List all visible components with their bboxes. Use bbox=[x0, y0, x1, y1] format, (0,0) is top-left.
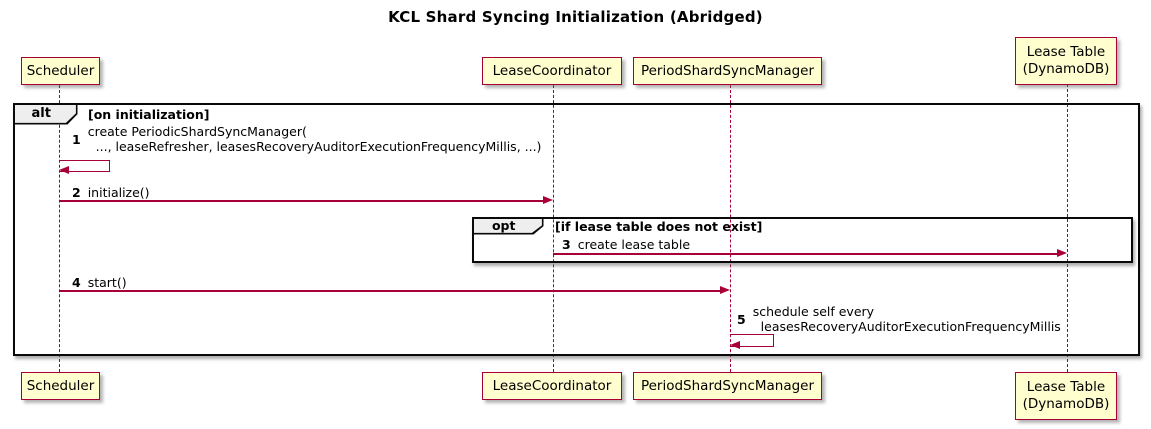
alt-frame-label: alt bbox=[15, 105, 76, 123]
message-4: 4 start() bbox=[72, 275, 127, 290]
lifeline-lease-coordinator bbox=[553, 85, 554, 372]
participant-lease-coordinator-bottom: LeaseCoordinator bbox=[482, 372, 622, 400]
message-4-arrowhead-icon bbox=[720, 286, 730, 294]
message-1-number: 1 bbox=[72, 131, 81, 147]
message-3-text: create lease table bbox=[577, 237, 691, 252]
opt-frame: opt [if lease table does not exist] bbox=[472, 217, 1133, 263]
participant-period-shard-sync-manager-bottom: PeriodShardSyncManager bbox=[633, 372, 822, 400]
participant-scheduler-top: Scheduler bbox=[21, 57, 100, 85]
message-1-self-loop bbox=[59, 160, 110, 172]
lifeline-period-shard-sync-manager bbox=[730, 85, 731, 372]
message-5-arrowhead-icon bbox=[730, 341, 740, 349]
lifeline-scheduler bbox=[59, 85, 60, 372]
message-3-number: 3 bbox=[562, 237, 571, 252]
message-5-number: 5 bbox=[737, 311, 746, 327]
message-2-arrowhead-icon bbox=[543, 196, 553, 204]
participant-lease-coordinator-top: LeaseCoordinator bbox=[482, 57, 622, 85]
participant-period-shard-sync-manager-top: PeriodShardSyncManager bbox=[633, 57, 822, 85]
message-1-arrowhead-icon bbox=[59, 166, 69, 174]
participant-lease-table-bottom: Lease Table (DynamoDB) bbox=[1015, 372, 1117, 420]
alt-frame-condition: [on initialization] bbox=[88, 107, 210, 122]
opt-frame-condition: [if lease table does not exist] bbox=[555, 219, 763, 234]
message-4-arrow-line bbox=[59, 290, 721, 292]
message-3: 3 create lease table bbox=[562, 237, 690, 252]
participant-lease-table-top: Lease Table (DynamoDB) bbox=[1015, 37, 1117, 85]
message-2-text: initialize() bbox=[87, 185, 150, 200]
message-2-arrow-line bbox=[59, 200, 545, 202]
message-2: 2 initialize() bbox=[72, 185, 150, 200]
message-2-number: 2 bbox=[72, 185, 81, 200]
message-5: 5 schedule self every leasesRecoveryAudi… bbox=[737, 304, 1061, 334]
message-4-text: start() bbox=[87, 275, 127, 290]
opt-frame-label-shape: opt bbox=[474, 219, 544, 235]
alt-frame: alt [on initialization] bbox=[13, 103, 1140, 356]
message-1: 1 create PeriodicShardSyncManager( ..., … bbox=[72, 124, 541, 154]
message-5-self-loop bbox=[730, 334, 774, 347]
lifeline-lease-table bbox=[1067, 84, 1068, 372]
message-5-text: schedule self every leasesRecoveryAudito… bbox=[752, 304, 1061, 334]
diagram-title: KCL Shard Syncing Initialization (Abridg… bbox=[388, 8, 763, 26]
message-1-text: create PeriodicShardSyncManager( ..., le… bbox=[87, 124, 542, 154]
message-3-arrow-line bbox=[553, 253, 1058, 255]
message-3-arrowhead-icon bbox=[1057, 249, 1067, 257]
opt-frame-label: opt bbox=[474, 219, 542, 233]
participant-scheduler-bottom: Scheduler bbox=[21, 372, 100, 400]
message-4-number: 4 bbox=[72, 275, 81, 290]
alt-frame-label-shape: alt bbox=[15, 105, 78, 125]
